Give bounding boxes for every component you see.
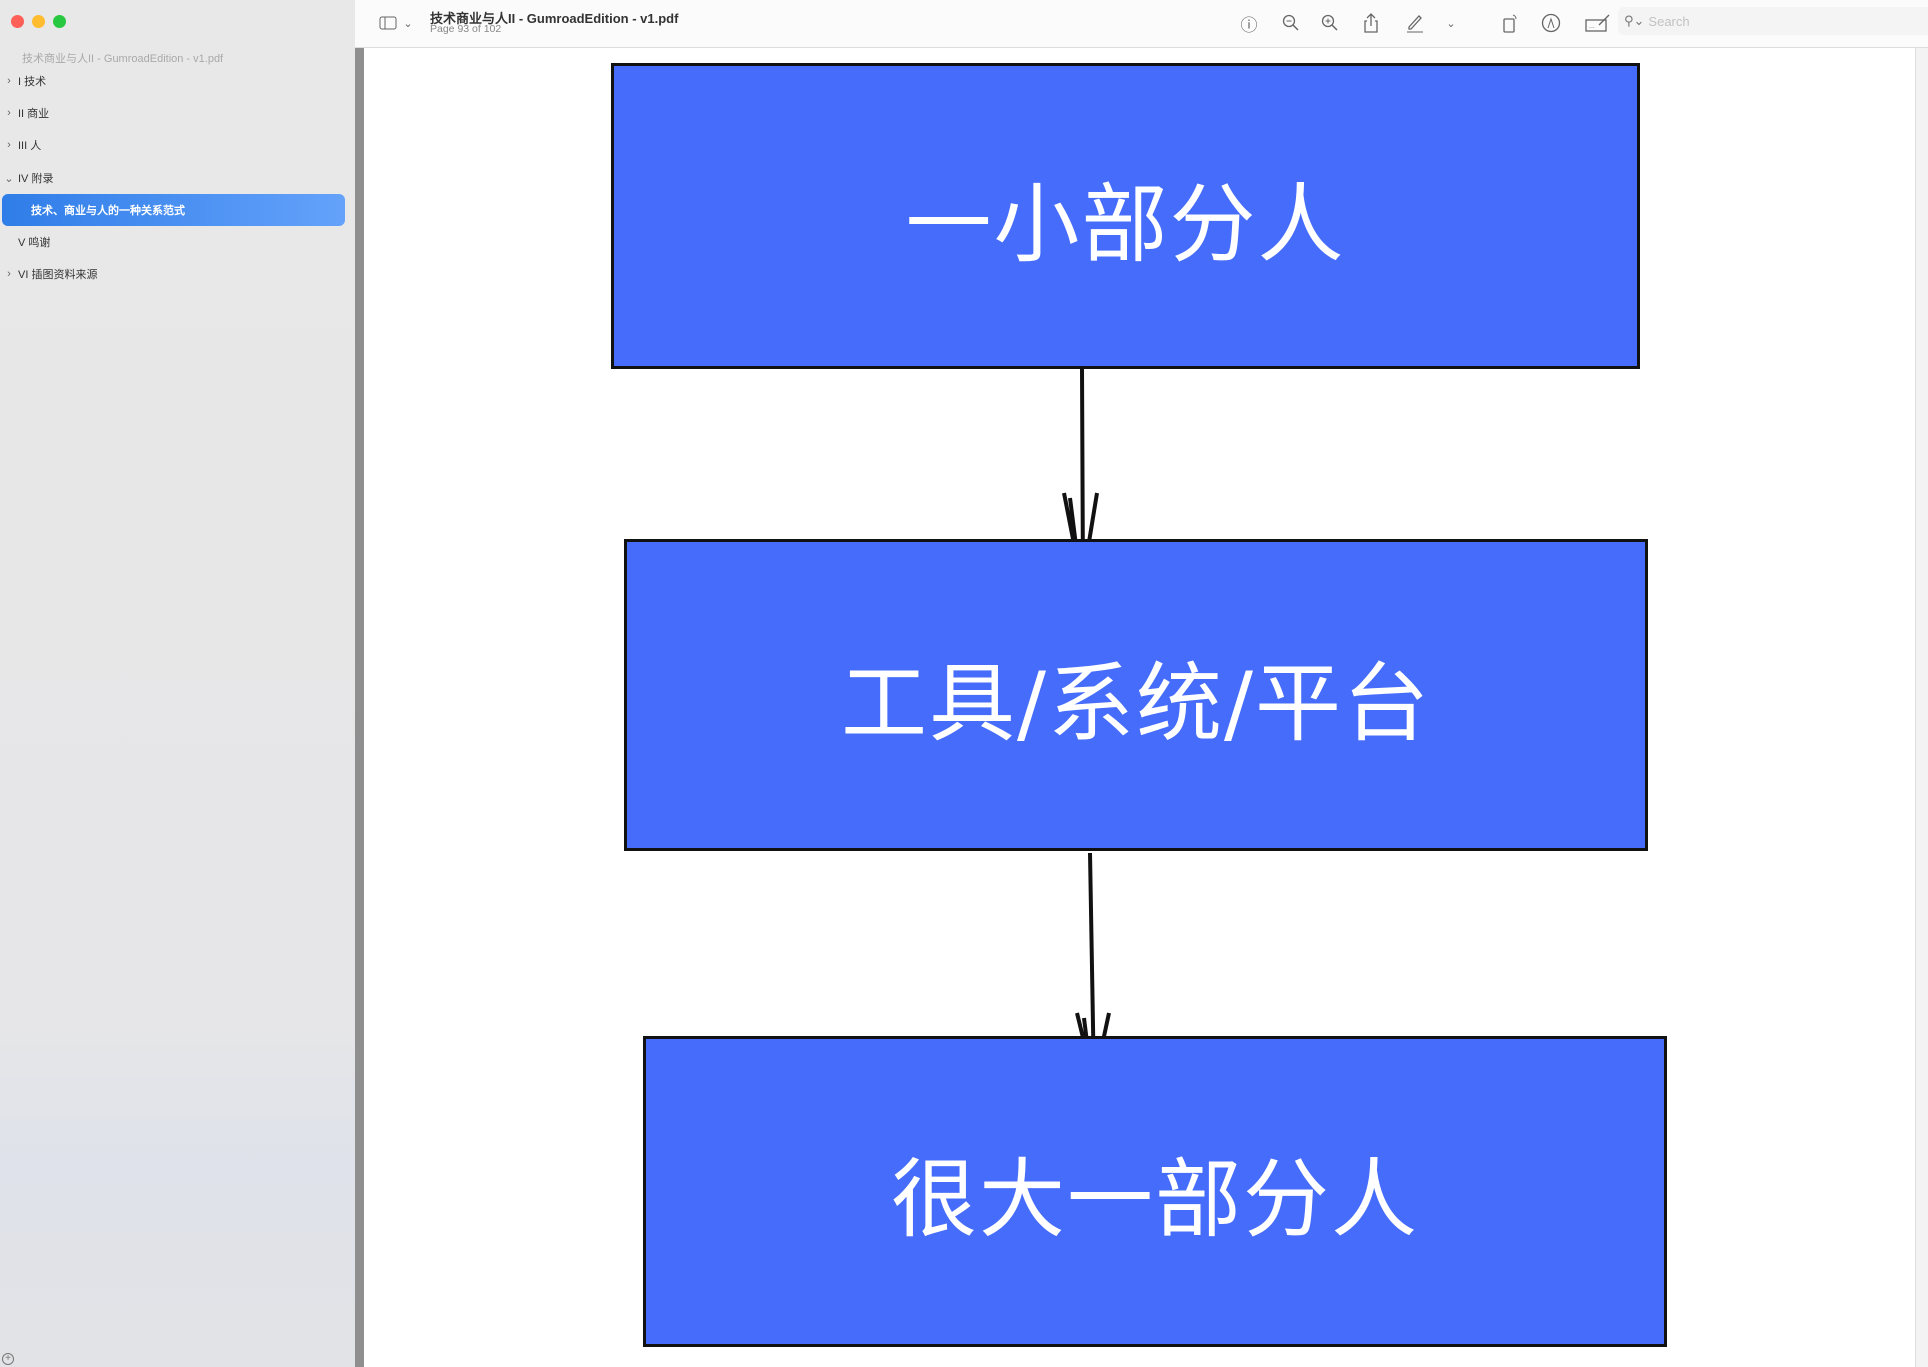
outline-document-title: 技术商业与人II - GumroadEdition - v1.pdf (22, 53, 224, 65)
page-indicator: Page 93 of 102 (430, 23, 502, 35)
outline-item-label: VI 插图资料来源 (18, 269, 98, 281)
chevron-right-icon[interactable]: › (7, 107, 11, 119)
outline-item[interactable]: › VI 插图资料来源 (0, 259, 345, 289)
info-icon[interactable]: ⓘ (1240, 15, 1258, 35)
zoom-button[interactable] (53, 15, 66, 28)
outline-item-label: II 商业 (18, 108, 50, 120)
chevron-down-icon[interactable]: ⌄ (4, 172, 14, 185)
diagram-box-bottom: 很大一部分人 (643, 1036, 1667, 1347)
window-controls (11, 15, 66, 28)
outline-item[interactable]: › II 商业 (0, 98, 345, 128)
close-button[interactable] (11, 15, 24, 28)
outline-item-label: V 鸣谢 (18, 237, 51, 249)
outline-item[interactable]: ⌄ IV 附录 (0, 163, 345, 193)
outline-item[interactable]: › III 人 (0, 130, 345, 160)
rotate-icon[interactable] (1497, 10, 1523, 36)
sidebar-divider[interactable] (355, 0, 364, 1367)
outline-item-label: IV 附录 (18, 173, 54, 185)
form-fill-icon[interactable]: ... (1583, 10, 1613, 36)
diagram-box-label: 一小部分人 (905, 174, 1346, 275)
minimize-button[interactable] (32, 15, 45, 28)
search-input[interactable]: ⚲⌄Search (1618, 7, 1928, 35)
outline-item-label: III 人 (18, 140, 42, 152)
svg-text:...: ... (1589, 23, 1595, 30)
share-icon[interactable] (1358, 10, 1384, 36)
search-icon: ⚲⌄ (1624, 13, 1645, 28)
add-icon[interactable]: + (2, 1353, 14, 1365)
zoom-in-icon[interactable] (1317, 10, 1343, 36)
chevron-down-icon[interactable]: ⌄ (1446, 17, 1456, 30)
zoom-out-icon[interactable] (1278, 10, 1304, 36)
document-title: 技术商业与人II - GumroadEdition - v1.pdf (430, 11, 679, 26)
highlight-pen-icon[interactable] (1402, 10, 1428, 36)
chevron-down-icon[interactable]: ⌄ (403, 17, 413, 30)
chevron-right-icon[interactable]: › (7, 139, 11, 151)
outline-item[interactable]: V 鸣谢 (0, 227, 345, 257)
sidebar-toggle-icon[interactable] (375, 10, 401, 36)
chevron-right-icon[interactable]: › (7, 75, 11, 87)
outline-item[interactable]: › I 技术 (0, 66, 345, 96)
sidebar: 技术商业与人II - GumroadEdition - v1.pdf › I 技术… (0, 0, 355, 1367)
diagram-box-middle: 工具/系统/平台 (624, 539, 1648, 851)
markup-icon[interactable] (1538, 10, 1564, 36)
diagram-box-label: 很大一部分人 (891, 1150, 1419, 1250)
outline-item-selected[interactable]: 技术、商业与人的一种关系范式 (2, 194, 345, 226)
pdf-page: 一小部分人 工具/系统/平台 很大一部分人 (364, 48, 1915, 1367)
outline-item-label: 技术、商业与人的一种关系范式 (31, 205, 185, 217)
chevron-right-icon[interactable]: › (7, 268, 11, 280)
outline-item-label: I 技术 (18, 76, 47, 88)
diagram-box-label: 工具/系统/平台 (841, 653, 1431, 754)
scrollbar[interactable] (1915, 48, 1928, 1367)
diagram-box-top: 一小部分人 (611, 63, 1640, 369)
toolbar: ⌄ 技术商业与人II - GumroadEdition - v1.pdf Pag… (355, 0, 1928, 48)
